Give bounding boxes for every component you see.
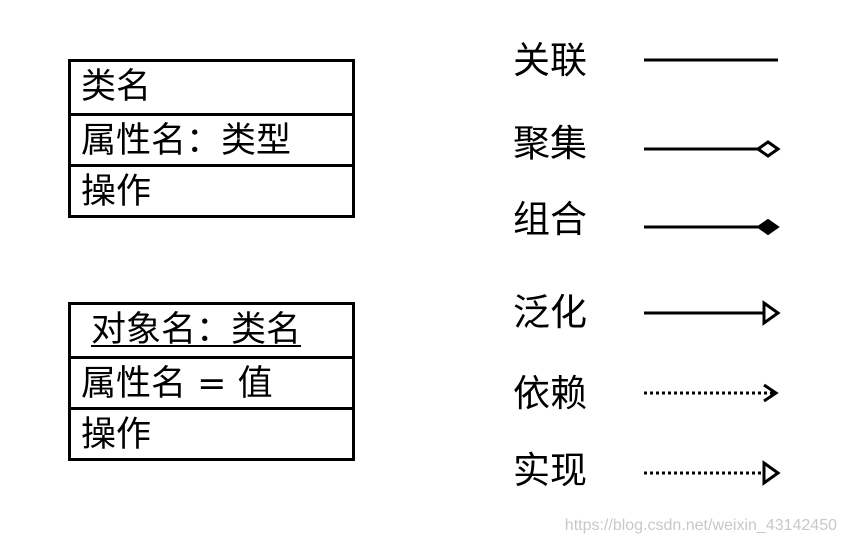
composition-line [644,218,780,236]
legend-label-association: 关联 [513,39,587,82]
class-name-row: 类名 [81,67,152,107]
legend-label-aggregation: 聚集 [513,122,587,165]
association-line [644,58,778,62]
object-name-text: 对象名：类名 [91,310,302,350]
class-notation-box: 类名 属性名：类型 操作 [68,59,355,218]
class-attribute-row: 属性名：类型 [71,113,352,164]
realization-line [644,460,781,486]
filled-diamond-icon [756,218,780,236]
hollow-diamond-icon [755,140,781,158]
watermark-text: https://blog.csdn.net/weixin_43142450 [564,517,837,534]
open-arrow-icon [763,383,779,403]
legend-label-generalization: 泛化 [513,291,587,334]
object-notation-box: 对象名：类名 属性名 = 值 操作 [68,302,355,461]
legend-label-realization: 实现 [513,449,587,492]
hollow-triangle-arrow-icon [762,300,781,326]
legend-label-dependency: 依赖 [513,372,587,415]
object-attribute-row: 属性名 = 值 [71,356,352,407]
object-name-row: 对象名：类名 [71,305,352,356]
dependency-line [644,383,779,403]
aggregation-line [644,140,781,158]
legend-label-composition: 组合 [513,198,587,241]
generalization-line [644,300,781,326]
hollow-triangle-arrow-icon [762,460,781,486]
object-operation-row: 操作 [71,407,352,458]
class-operation-row: 操作 [71,164,352,215]
